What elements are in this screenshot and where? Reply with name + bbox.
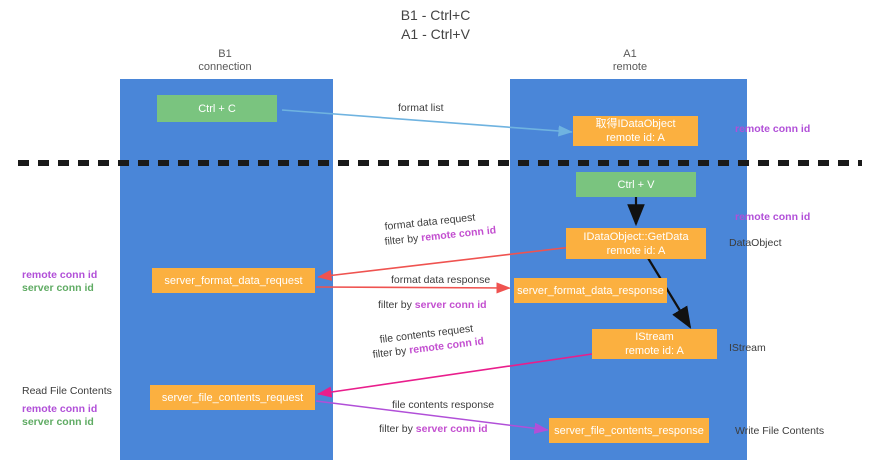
node-server-file-contents-response[interactable]: server_file_contents_response — [549, 418, 709, 443]
node-ctrl-c[interactable]: Ctrl + C — [157, 95, 277, 122]
node-istream-line2: remote id: A — [625, 345, 684, 357]
lane-header-a1: A1 remote — [560, 48, 700, 74]
annotation-right-write-file-contents: Write File Contents — [735, 425, 825, 437]
filter-value-server-conn-id: server conn id — [415, 423, 488, 435]
node-ctrl-v-label: Ctrl + V — [617, 178, 655, 191]
annotation-right-remote-conn-id-mid: remote conn id — [735, 211, 811, 223]
annotation-right-remote-conn-id-top: remote conn id — [735, 123, 811, 135]
edge-label-format-list: format list — [398, 102, 444, 114]
node-get-idataobject-line2: remote id: A — [606, 132, 665, 144]
page-title-line-1: B1 - Ctrl+C — [400, 7, 471, 23]
lane-header-b1-title: B1 — [218, 48, 232, 60]
lane-header-b1: B1 connection — [155, 48, 295, 74]
annotation-left-server-conn-id-mid: server conn id — [22, 282, 94, 294]
edge-label-file-contents-response: file contents response — [392, 399, 495, 411]
lane-header-b1-subtitle: connection — [198, 61, 252, 73]
edge-label-format-data-response-filter: filter by server conn id — [378, 299, 487, 312]
node-server-format-data-response[interactable]: server_format_data_response — [514, 278, 667, 303]
annotation-right-istream: IStream — [729, 342, 766, 354]
filter-value-server-conn-id: server conn id — [414, 299, 487, 311]
annotation-left-server-conn-id-bottom: server conn id — [22, 416, 94, 428]
node-idataobject-getdata[interactable]: IDataObject::GetData remote id: A — [566, 228, 706, 259]
lane-header-a1-title: A1 — [623, 48, 637, 60]
page-title: B1 - Ctrl+C A1 - Ctrl+V — [0, 6, 871, 44]
node-ctrl-v[interactable]: Ctrl + V — [576, 172, 696, 197]
annotation-right-dataobject: DataObject — [729, 237, 782, 249]
node-idataobject-getdata-line2: remote id: A — [606, 244, 666, 257]
edge-label-format-data-response: format data response — [391, 274, 491, 286]
node-istream-line1: IStream — [635, 331, 674, 343]
node-server-format-data-request[interactable]: server_format_data_request — [152, 268, 315, 293]
node-server-format-data-response-label: server_format_data_response — [517, 284, 664, 297]
filter-prefix: filter by — [384, 232, 422, 248]
filter-prefix: filter by — [378, 299, 415, 311]
node-server-file-contents-response-label: server_file_contents_response — [554, 424, 704, 437]
node-get-idataobject[interactable]: 取得IDataObject remote id: A — [573, 116, 698, 146]
annotation-left-read-file-contents: Read File Contents — [22, 385, 112, 397]
edge-format-data-response — [315, 282, 511, 294]
node-ctrl-c-label: Ctrl + C — [198, 102, 236, 115]
node-server-file-contents-request[interactable]: server_file_contents_request — [150, 385, 315, 410]
node-get-idataobject-line1: 取得IDataObject — [595, 118, 676, 130]
filter-prefix: filter by — [379, 423, 416, 435]
edge-label-file-contents-response-filter: filter by server conn id — [379, 423, 488, 436]
page-title-line-2: A1 - Ctrl+V — [401, 26, 470, 42]
annotation-left-remote-conn-id-mid: remote conn id — [22, 269, 98, 281]
filter-prefix: filter by — [372, 344, 410, 361]
node-server-file-contents-request-label: server_file_contents_request — [161, 391, 304, 404]
node-server-format-data-request-label: server_format_data_request — [164, 274, 303, 287]
node-istream[interactable]: IStream remote id: A — [592, 329, 717, 359]
node-idataobject-getdata-line1: IDataObject::GetData — [583, 230, 689, 243]
annotation-left-remote-conn-id-bottom: remote conn id — [22, 403, 98, 415]
lane-header-a1-subtitle: remote — [612, 61, 648, 73]
